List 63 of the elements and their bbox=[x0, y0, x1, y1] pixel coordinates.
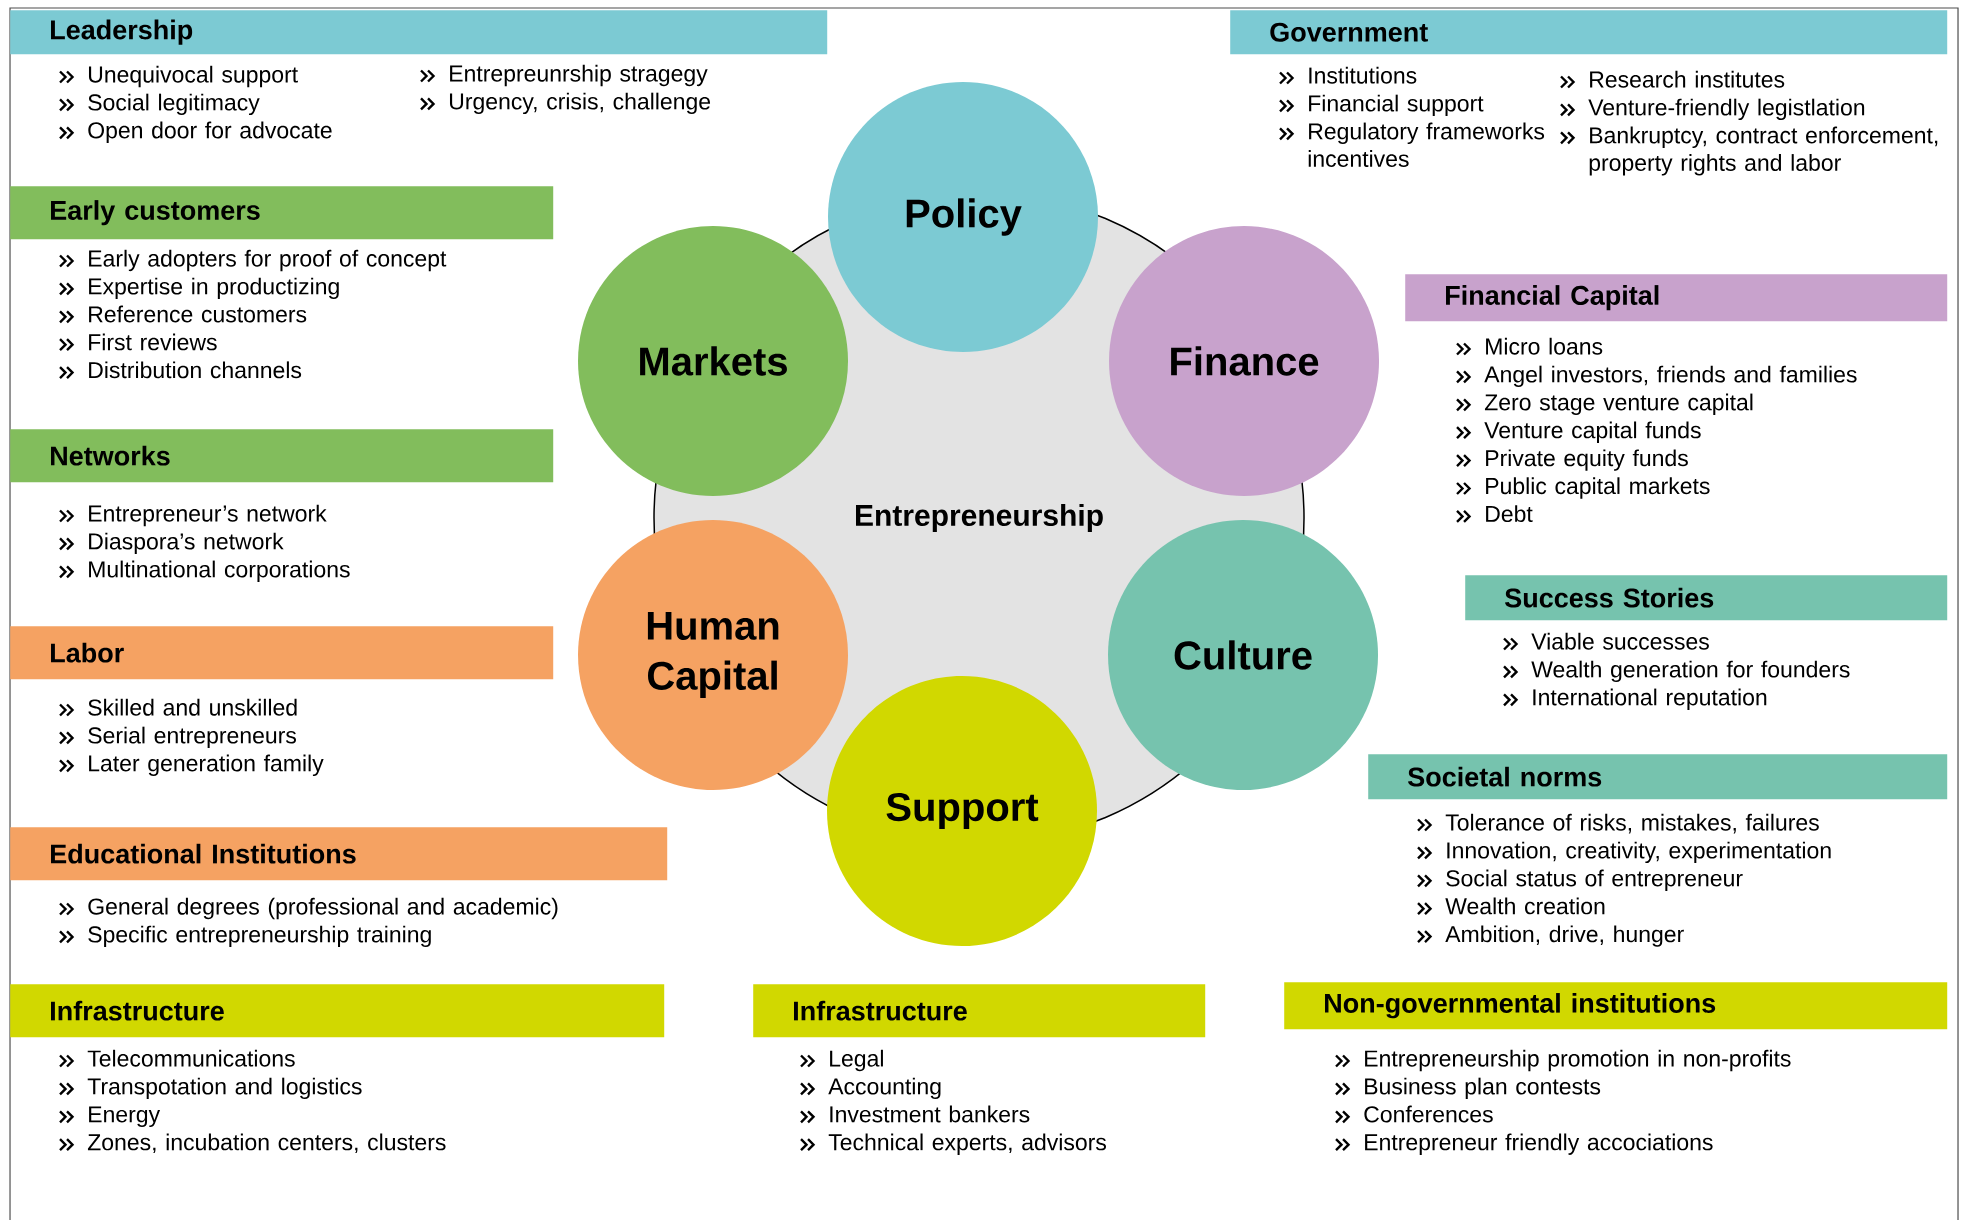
heading-banner: Networks bbox=[10, 429, 554, 483]
list-item: First reviews bbox=[89, 333, 217, 351]
list-item: General degrees (professional and academic) bbox=[88, 897, 558, 920]
heading-banner: Success Stories bbox=[1465, 575, 1948, 621]
list-item: Bankruptcy, contract enforcement, property rights and labor bbox=[1589, 126, 1938, 176]
heading-banner: Infrastructure bbox=[10, 984, 665, 1038]
list-item: Entrepreunrship stragegy bbox=[450, 64, 708, 87]
list-item: Zero stage venture capital bbox=[1484, 393, 1753, 415]
list-item: Distribution channels bbox=[89, 361, 302, 379]
list-item: Entrepreneurship promotion in non-profits bbox=[1365, 1049, 1791, 1072]
list-item: Innovation, creativity, experimentation bbox=[1447, 841, 1831, 864]
list-item: Specific entrepreneurship training bbox=[88, 925, 431, 948]
list-item: Private equity funds bbox=[1486, 449, 1688, 471]
list-item: Venture-friendly legistlation bbox=[1588, 98, 1865, 121]
list-item: Unequivocal support bbox=[89, 65, 298, 88]
list-item: Legal bbox=[830, 1049, 883, 1072]
heading-banner: Early customers bbox=[10, 186, 554, 240]
list-item: Research institutes bbox=[1590, 70, 1785, 88]
list-item: Regulatory frameworks incentives bbox=[1308, 122, 1545, 167]
list-item: Reference customers bbox=[89, 305, 307, 323]
list-item: Conferences bbox=[1364, 1105, 1493, 1123]
heading-banner: Government bbox=[1230, 10, 1948, 55]
list-item: Angel investors, friends and families bbox=[1484, 365, 1857, 388]
heading-banner: Non-governmental institutions bbox=[1284, 982, 1948, 1030]
list-item: Serial entrepreneurs bbox=[88, 726, 296, 749]
list-item: Investment bankers bbox=[830, 1105, 1030, 1123]
list-item: Later generation family bbox=[89, 754, 324, 776]
list-item: Early adopters for proof of concept bbox=[89, 249, 447, 272]
list-item: Social legitimacy bbox=[88, 93, 260, 116]
list-item: Diaspora’s network bbox=[89, 532, 284, 555]
list-item: International reputation bbox=[1533, 688, 1767, 710]
heading-banner: Labor bbox=[10, 626, 554, 680]
heading-banner: Educational Institutions bbox=[10, 827, 668, 881]
heading-banner: Leadership bbox=[10, 10, 828, 55]
list-item: Telecommunications bbox=[87, 1049, 295, 1067]
list-item: Micro loans bbox=[1486, 337, 1603, 355]
list-item: Tolerance of risks, mistakes, failures bbox=[1445, 813, 1819, 834]
list-item: Entrepreneur’s network bbox=[89, 504, 327, 527]
list-item: Urgency, crisis, challenge bbox=[450, 92, 711, 115]
list-item: Debt bbox=[1486, 505, 1533, 523]
list-item: Accounting bbox=[828, 1077, 941, 1100]
list-item: Venture capital funds bbox=[1484, 421, 1701, 443]
list-item: Ambition, drive, hunger bbox=[1445, 925, 1684, 947]
list-item: Wealth creation bbox=[1445, 897, 1605, 915]
list-item: Wealth generation for founders bbox=[1531, 660, 1850, 683]
heading-banner: Infrastructure bbox=[753, 984, 1206, 1038]
list-item: Skilled and unskilled bbox=[88, 698, 297, 716]
list-item: Social status of entrepreneur bbox=[1446, 869, 1743, 891]
heading-banner: Societal norms bbox=[1368, 754, 1948, 800]
list-item: Zones, incubation centers, clusters bbox=[87, 1133, 446, 1154]
list-item: Energy bbox=[89, 1106, 161, 1127]
list-item: Public capital markets bbox=[1486, 477, 1710, 499]
heading-banner: Financial Capital bbox=[1405, 274, 1948, 322]
list-item: Technical experts, advisors bbox=[828, 1133, 1106, 1155]
list-item: Institutions bbox=[1309, 66, 1417, 84]
list-item: Business plan contests bbox=[1365, 1077, 1601, 1100]
list-item: Viable successes bbox=[1531, 632, 1709, 650]
list-item: Transpotation and logistics bbox=[87, 1077, 362, 1100]
list-item: Multinational corporations bbox=[89, 560, 350, 582]
list-item: Open door for advocate bbox=[88, 121, 332, 143]
list-item: Financial support bbox=[1309, 94, 1484, 117]
list-item: Expertise in productizing bbox=[89, 277, 339, 300]
list-item: Entrepreneur friendly accociations bbox=[1365, 1133, 1713, 1155]
